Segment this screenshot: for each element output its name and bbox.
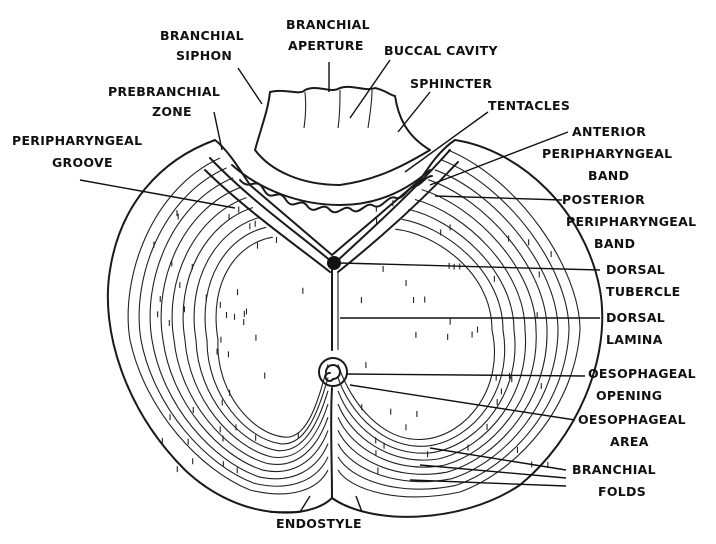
leader-prebranchial-zone	[214, 112, 222, 150]
dorsal-tubercle	[327, 256, 341, 270]
branchial-ridge	[338, 160, 569, 489]
branchial-ridge	[338, 150, 580, 497]
leader-dorsal-tubercle	[340, 263, 600, 270]
label-prebranchial-zone-2: ZONE	[152, 104, 192, 119]
branchial-ridge	[338, 200, 526, 461]
peripharyngeal-band-right-2	[338, 162, 458, 272]
tentacles-row	[240, 176, 432, 212]
branchial-ridge	[338, 209, 515, 453]
pharynx-outline	[108, 140, 602, 517]
label-dorsal-tubercle-1: DORSAL	[606, 262, 665, 277]
label-posterior-band-2: PERIPHARYNGEAL	[566, 214, 696, 229]
leader-branchial-folds-3	[410, 480, 566, 486]
label-tentacles: TENTACLES	[488, 98, 570, 113]
leader-lines	[80, 60, 600, 512]
endostyle-line	[331, 388, 332, 498]
leader-buccal-cavity	[350, 60, 390, 118]
oesophageal-opening	[319, 358, 347, 386]
branchial-ridge	[338, 219, 505, 446]
label-posterior-band-3: BAND	[594, 236, 635, 251]
leader-oesophageal-opening	[346, 374, 585, 376]
branchial-siphon	[232, 87, 432, 212]
leader-oesophageal-area	[350, 385, 575, 420]
branchial-ridge	[139, 168, 328, 486]
label-oesophageal-opening-1: OESOPHAGEAL	[588, 366, 696, 381]
leader-peripharyngeal-groove	[80, 180, 235, 208]
leader-endostyle-left	[270, 496, 310, 512]
label-dorsal-lamina-2: LAMINA	[606, 332, 663, 347]
label-anterior-band-3: BAND	[588, 168, 629, 183]
siphon-outline	[255, 87, 430, 185]
branchial-ridges-left	[128, 158, 328, 494]
branchial-ridge	[128, 158, 328, 494]
label-branchial-folds-2: FOLDS	[598, 484, 646, 499]
leader-branchial-siphon	[238, 68, 262, 104]
branchial-ridge	[172, 198, 328, 465]
label-posterior-band-1: POSTERIOR	[562, 192, 645, 207]
label-endostyle: ENDOSTYLE	[276, 516, 362, 531]
label-prebranchial-zone-1: PREBRANCHIAL	[108, 84, 220, 99]
label-sphincter: SPHINCTER	[410, 76, 492, 91]
label-branchial-siphon-1: BRANCHIAL	[160, 28, 244, 43]
label-branchial-aperture-2: APERTURE	[288, 38, 364, 53]
label-anterior-band-1: ANTERIOR	[572, 124, 646, 139]
label-branchial-aperture-1: BRANCHIAL	[286, 17, 370, 32]
leader-sphincter	[398, 92, 430, 132]
label-oesophageal-area-1: OESOPHAGEAL	[578, 412, 686, 427]
label-peripharyngeal-groove-2: GROOVE	[52, 155, 113, 170]
label-branchial-siphon-2: SIPHON	[176, 48, 232, 63]
label-dorsal-lamina-1: DORSAL	[606, 310, 665, 325]
branchial-ridge	[183, 208, 328, 458]
branchial-ridge	[205, 227, 328, 444]
label-oesophageal-area-2: AREA	[610, 434, 649, 449]
label-peripharyngeal-groove-1: PERIPHARYNGEAL	[12, 133, 142, 148]
label-buccal-cavity: BUCCAL CAVITY	[384, 43, 498, 58]
stigmata-rows	[154, 200, 551, 473]
branchial-ridge	[216, 237, 328, 437]
label-oesophageal-opening-2: OPENING	[596, 388, 662, 403]
pharynx-body	[108, 140, 602, 517]
label-branchial-folds-1: BRANCHIAL	[572, 462, 656, 477]
labels: BRANCHIAL SIPHON BRANCHIAL APERTURE BUCC…	[12, 17, 696, 531]
label-dorsal-tubercle-2: TUBERCLE	[606, 284, 680, 299]
branchial-ridges-right	[338, 150, 580, 497]
label-anterior-band-2: PERIPHARYNGEAL	[542, 146, 672, 161]
